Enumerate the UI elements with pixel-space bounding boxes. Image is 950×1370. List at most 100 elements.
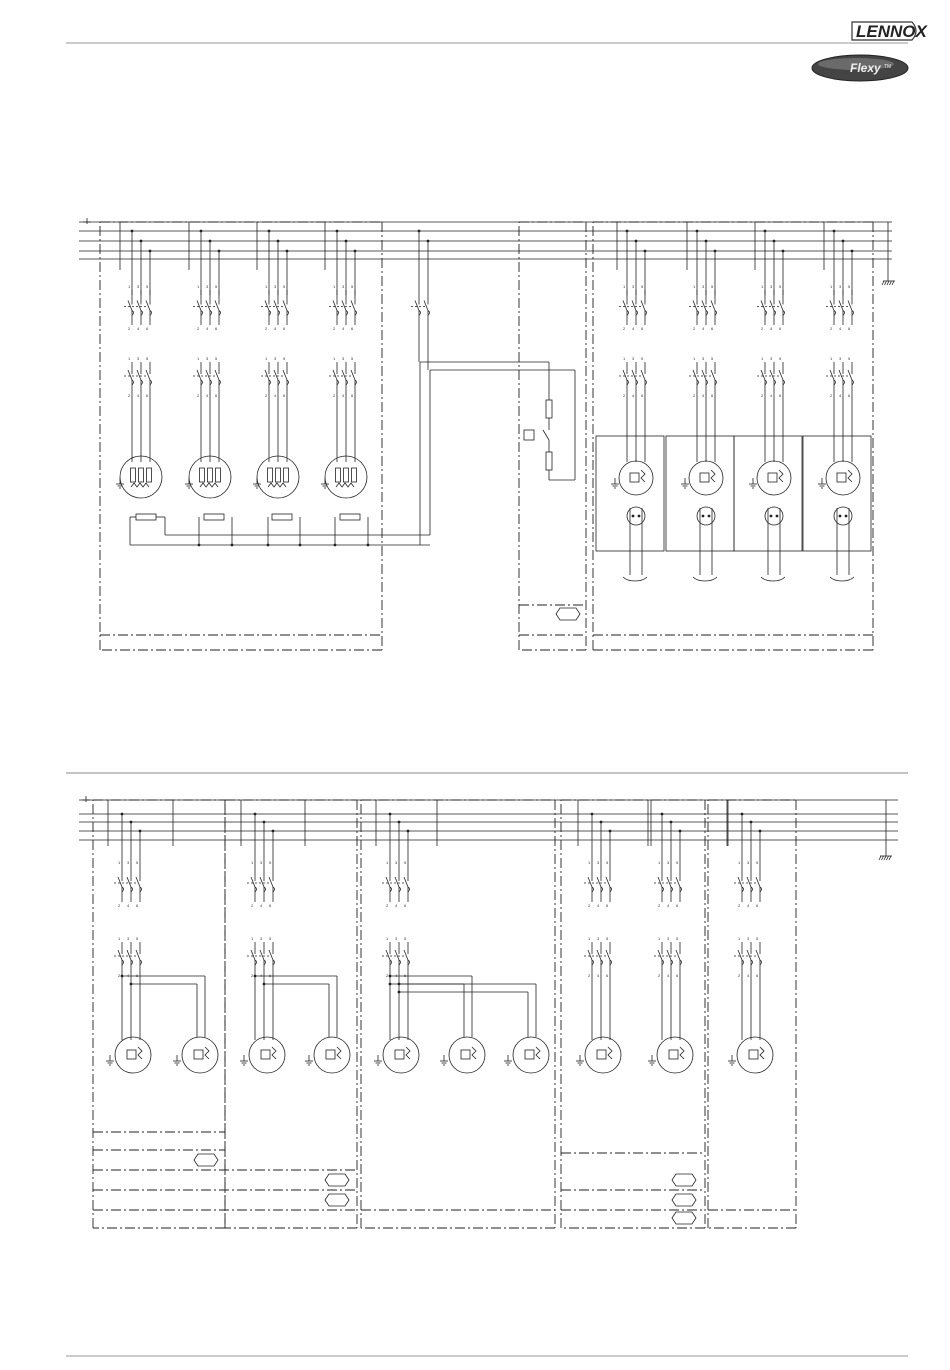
motor-ground [504, 1055, 512, 1066]
pole-arc [149, 379, 152, 386]
pole-blade [127, 369, 133, 381]
pole-blade [332, 369, 338, 381]
pole-blade [205, 300, 211, 311]
terminal-label: 6 [283, 326, 286, 331]
pole-blade [675, 876, 681, 888]
pole-blade [403, 876, 409, 888]
wire [886, 855, 889, 861]
terminal-label: 4 [127, 903, 130, 908]
junction-dot [120, 812, 124, 816]
junction-dot [120, 974, 124, 978]
pole-arc [209, 310, 212, 316]
motor-thermal-contact [405, 1046, 411, 1060]
terminal-label: 6 [136, 973, 139, 978]
pole-arc [670, 886, 673, 893]
terminal-label: 6 [146, 326, 149, 331]
thermostat-chain [129, 361, 576, 547]
junction-dot [669, 820, 673, 824]
pole-arc [121, 959, 124, 966]
pole-blade [385, 949, 391, 961]
terminal-tag-middle [555, 607, 581, 621]
terminal-label: 4 [206, 393, 209, 398]
motor-thermal-contact [679, 1046, 685, 1060]
terminal-label: 2 [830, 393, 833, 398]
terminal-label: 2 [658, 903, 661, 908]
pole-blade [605, 876, 611, 888]
terminal-label: 2 [738, 903, 741, 908]
terminal-label: 6 [404, 973, 407, 978]
terminal-label: 3 [127, 860, 130, 865]
pole-arc [714, 379, 717, 386]
pole-arc [263, 959, 266, 966]
cable-brace [622, 576, 648, 582]
pole-blade [414, 300, 420, 311]
junction-dot [129, 982, 133, 986]
terminal-tag-1 [193, 1153, 219, 1167]
junction-dot [148, 249, 152, 253]
terminal-label: 6 [711, 326, 714, 331]
pole-blade [746, 949, 752, 961]
terminal-label: 5 [641, 284, 644, 289]
terminal-label: 4 [747, 973, 750, 978]
terminal-label: 2 [658, 973, 661, 978]
pole-blade [838, 369, 844, 381]
pole-blade [423, 300, 429, 311]
pole-arc [705, 310, 708, 316]
pole-blade [350, 300, 356, 311]
terminal-label: 1 [333, 356, 336, 361]
motor-ground [728, 1055, 736, 1066]
heater-star-link [267, 482, 287, 488]
motor-ground [106, 1055, 114, 1066]
earth-terminal-mark [82, 796, 90, 802]
pole-arc [644, 379, 647, 386]
terminal-label: 5 [404, 936, 407, 941]
terminal-label: 5 [136, 936, 139, 941]
junction-dot [344, 239, 348, 243]
pole-blade [273, 369, 279, 381]
terminal-label: 5 [779, 284, 782, 289]
pole-arc [286, 379, 289, 386]
heater-resistor [283, 467, 289, 483]
pole-blade [760, 300, 766, 311]
pole-arc [833, 310, 836, 316]
terminal-label: 1 [738, 860, 741, 865]
terminal-label: 4 [667, 973, 670, 978]
pole-blade [631, 369, 637, 381]
junction-dot [262, 820, 266, 824]
terminal-label: 6 [606, 973, 609, 978]
pole-arc [626, 310, 629, 316]
pole-blade [622, 300, 628, 311]
cable-brace [760, 576, 786, 582]
pole-blade [778, 300, 784, 311]
pole-blade [205, 369, 211, 381]
terminal-label: 4 [770, 326, 773, 331]
pole-arc [121, 886, 124, 893]
terminal-label: 5 [283, 284, 286, 289]
pole-blade [710, 369, 716, 381]
terminal-label: 3 [597, 936, 600, 941]
terminal-label: 1 [693, 356, 696, 361]
pole-blade [126, 876, 132, 888]
pole-arc [131, 379, 134, 386]
pole-arc [644, 310, 647, 316]
pole-arc [218, 379, 221, 386]
pole-blade [394, 876, 400, 888]
motor-terminal-box [699, 472, 710, 483]
pole-blade [769, 369, 775, 381]
junction-dot [701, 514, 705, 518]
terminal-label: 5 [779, 356, 782, 361]
heater-resistor [146, 467, 152, 483]
junction-dot [298, 543, 302, 547]
pole-arc [635, 379, 638, 386]
earth-bar-right [878, 855, 892, 861]
pole-blade [341, 300, 347, 311]
junction-dot [139, 239, 143, 243]
terminal-label: 5 [756, 936, 759, 941]
safety-thermostat-2 [203, 513, 225, 521]
wire [881, 280, 885, 286]
heater-element [188, 455, 232, 499]
